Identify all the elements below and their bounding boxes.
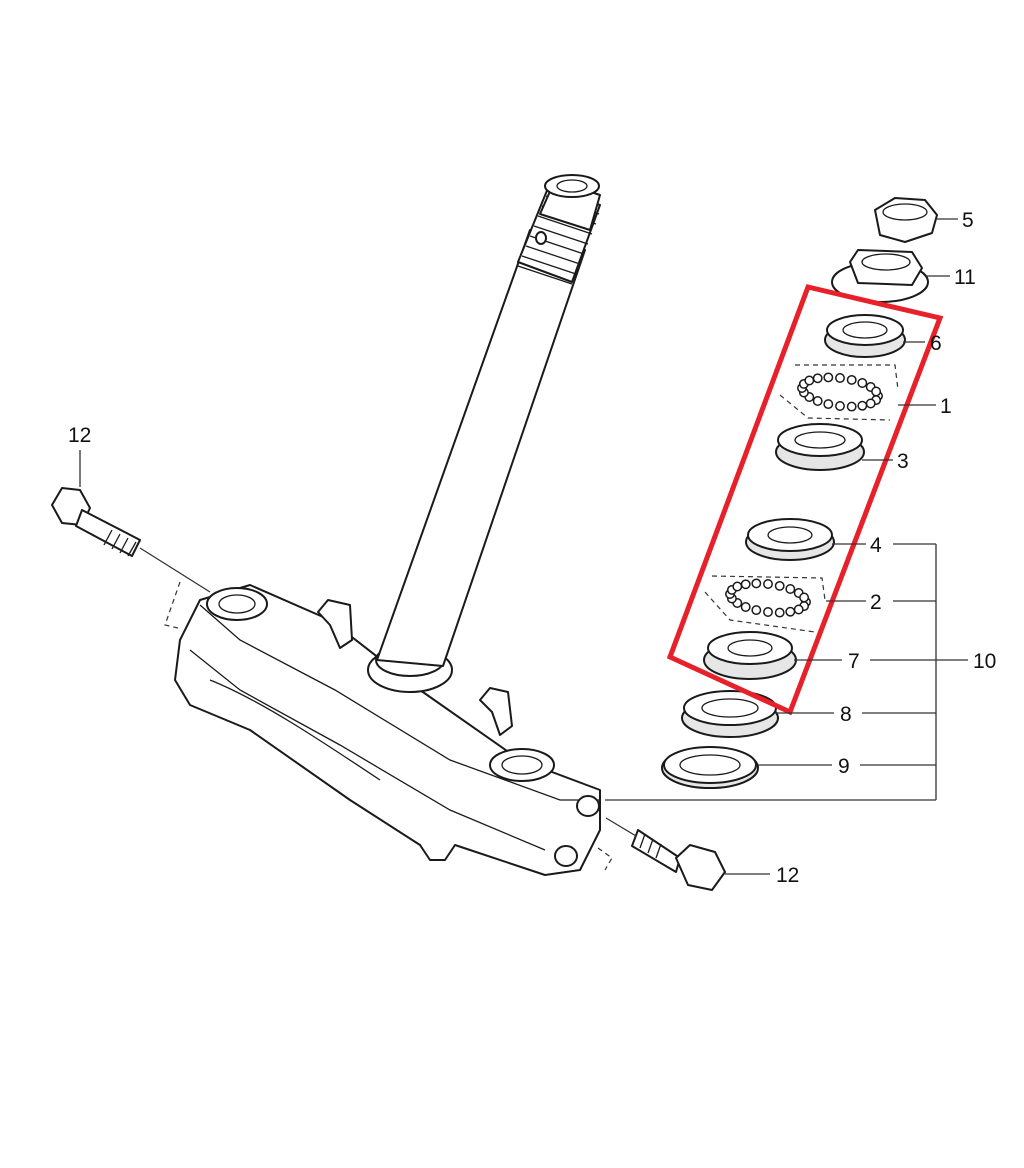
part-9-washer (661, 746, 759, 789)
label-8: 8 (840, 703, 852, 726)
bearing-ball (732, 581, 743, 592)
bearing-ball (799, 592, 810, 603)
bearing-ball (865, 398, 876, 409)
label-5: 5 (962, 209, 974, 232)
label-10: 10 (973, 650, 996, 673)
bearing-ball (804, 375, 815, 386)
label-1: 1 (940, 395, 952, 418)
bearing-ball (763, 579, 773, 589)
label-12-left: 12 (68, 424, 91, 447)
part-1-balls (797, 372, 883, 412)
label-2: 2 (870, 591, 882, 614)
bearing-ball (740, 579, 751, 590)
label-7: 7 (848, 650, 860, 673)
bearing-ball (751, 605, 762, 616)
part-7-race (703, 631, 797, 680)
label-4: 4 (870, 534, 882, 557)
bearing-ball (785, 584, 796, 594)
part-11-locknut (831, 249, 929, 303)
highlight-box (666, 284, 944, 716)
label-12-right: 12 (776, 864, 799, 887)
bearing-ball (740, 602, 751, 612)
bolt-right (605, 817, 726, 891)
bearing-ball (835, 401, 845, 411)
steering-stem (174, 174, 601, 876)
bearing-ball (871, 386, 882, 397)
bearing-ball (812, 396, 823, 406)
bolt-left (51, 487, 211, 593)
bearing-ball (823, 399, 834, 410)
bearing-ball (857, 378, 868, 388)
bearing-ball (793, 604, 804, 615)
label-6: 6 (930, 332, 942, 355)
bearing-ball (846, 401, 857, 412)
bearing-ball (763, 607, 773, 617)
bearing-ball (823, 372, 834, 383)
part-8-seal (681, 690, 779, 738)
part-6-race (824, 314, 906, 358)
part-4-race (745, 518, 835, 561)
bearing-ball (846, 374, 857, 385)
bearing-ball (785, 606, 796, 617)
label-3: 3 (897, 450, 909, 473)
bearing-ball (751, 578, 762, 589)
label-11: 11 (954, 266, 976, 289)
bearing-ball (774, 580, 785, 591)
label-9: 9 (838, 755, 850, 778)
bearing-ball (774, 607, 785, 618)
part-3-race (775, 423, 865, 471)
part-2-balls (725, 578, 811, 618)
bearing-ball (812, 373, 823, 384)
leader-lines (79, 218, 968, 875)
part-5-nut (874, 197, 938, 243)
bearing-ball (835, 373, 845, 383)
bearing-ball (857, 400, 868, 411)
